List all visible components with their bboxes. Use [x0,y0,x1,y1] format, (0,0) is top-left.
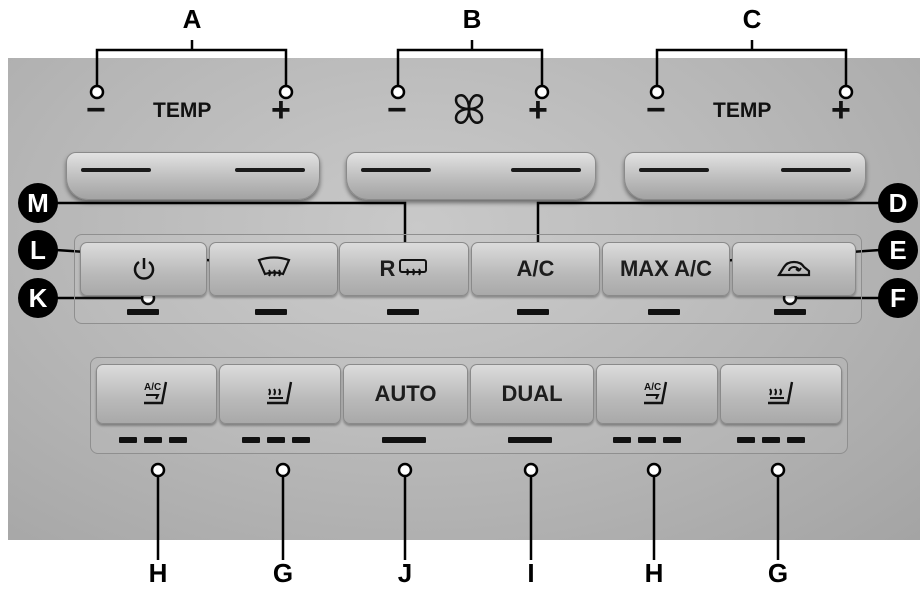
recirculation-button[interactable] [732,242,856,296]
callout-k: K [18,278,58,318]
label-c: C [742,4,762,34]
svg-text:A/C: A/C [144,382,161,393]
label-b: B [462,4,482,34]
left-temp-minus: − [86,91,106,129]
right-heated-seat-level-indicators [737,437,805,443]
rear-defrost-label: R [379,256,396,281]
right-temp-rocker[interactable] [624,152,866,200]
left-temp-label: TEMP [153,99,212,122]
fan-plus: + [528,91,548,129]
left-cooled-seat-button[interactable]: A/C [96,364,217,424]
fan-speed-rocker[interactable] [346,152,596,200]
label-a: A [182,4,202,34]
power-icon [133,258,154,280]
left-cooled-seat-level-indicators [119,437,187,443]
max-ac-indicator [648,309,680,315]
auto-label: AUTO [374,381,437,406]
label-h-left: H [148,558,168,588]
air-recirculation-icon [777,260,811,277]
heated-seat-icon [267,381,293,405]
auto-indicator [382,437,426,443]
callout-m: M [18,183,58,223]
windshield-defrost-icon [257,256,290,277]
ac-button[interactable]: A/C [471,242,600,296]
right-heated-seat-button[interactable] [720,364,842,424]
left-heated-seat-button[interactable] [219,364,341,424]
max-ac-label: MAX A/C [619,256,713,281]
right-cooled-seat-button[interactable]: A/C [596,364,718,424]
left-temp-plus: + [271,91,291,129]
callout-f: F [878,278,918,318]
left-heated-seat-level-indicators [242,437,310,443]
fan-minus: − [387,91,407,129]
right-temp-minus: − [646,91,666,129]
callout-l: L [18,230,58,270]
fan-icon [454,94,484,124]
ac-indicator [517,309,549,315]
power-button[interactable] [80,242,207,296]
callout-e: E [878,230,918,270]
right-cooled-seat-level-indicators [613,437,681,443]
auto-button[interactable]: AUTO [343,364,468,424]
cooled-seat-icon: A/C [143,381,167,405]
ac-label: A/C [516,256,555,281]
label-g-right: G [767,558,789,588]
callout-d: D [878,183,918,223]
rear-window-defrost-icon [399,259,428,276]
recirculation-indicator [774,309,806,315]
climate-control-panel [8,58,920,540]
label-j: J [397,558,413,588]
dual-indicator [508,437,552,443]
cooled-seat-icon: A/C [644,381,668,405]
label-h-right: H [644,558,664,588]
label-g-left: G [272,558,294,588]
right-temp-plus: + [831,91,851,129]
dual-button[interactable]: DUAL [470,364,594,424]
windshield-defrost-indicator [255,309,287,315]
rear-defrost-indicator [387,309,419,315]
left-temp-rocker[interactable] [66,152,320,200]
svg-text:A/C: A/C [644,382,661,393]
rear-defrost-button[interactable]: R [339,242,469,296]
windshield-defrost-button[interactable] [209,242,338,296]
right-temp-label: TEMP [713,99,772,122]
power-indicator [127,309,159,315]
heated-seat-icon [768,381,794,405]
label-i: I [527,558,535,588]
max-ac-button[interactable]: MAX A/C [602,242,730,296]
dual-label: DUAL [501,381,563,406]
